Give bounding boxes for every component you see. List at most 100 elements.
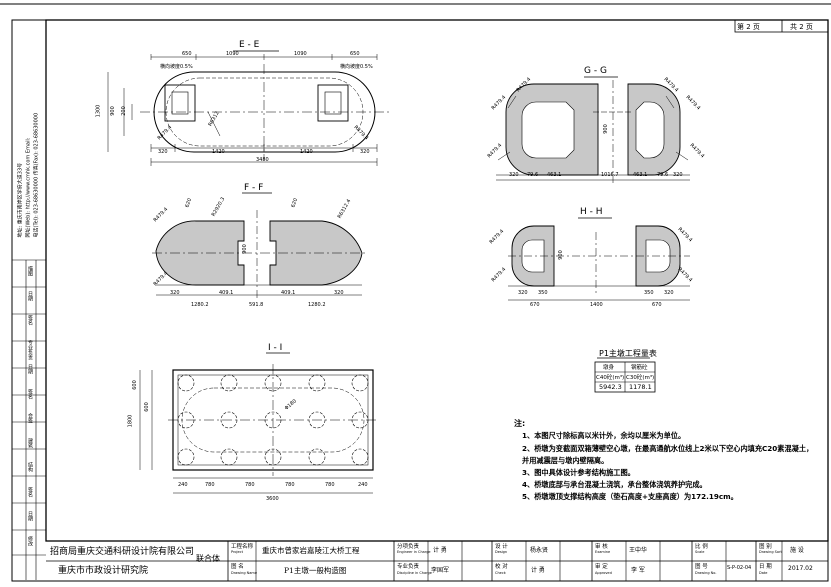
note-5: 4、桥墩底部与承台混凝土浇筑，承台整体浇筑养护完成。 xyxy=(522,480,707,489)
ee-bottom-dim-1: 320 xyxy=(158,149,168,155)
ee-left-dim-2: 900 xyxy=(109,106,116,116)
left-margin-table xyxy=(12,259,46,580)
ff-dim-3: 409.1 xyxy=(219,290,234,296)
pile-hole xyxy=(177,374,195,392)
hh-dim-2: 350 xyxy=(538,290,548,296)
inner-frame xyxy=(45,19,829,542)
ee-top-dim-1: 650 xyxy=(182,51,192,57)
design-label: 设 计 xyxy=(495,544,508,550)
ee-slope-left: 横向坡度0.5% xyxy=(160,64,193,70)
project-label-en: Project xyxy=(231,550,243,554)
review-name: 王中华 xyxy=(629,547,648,554)
ee-title: E - E xyxy=(239,40,260,50)
view-ee xyxy=(107,50,390,166)
stage-value: 施 设 xyxy=(790,547,804,554)
ii-left-dim-3: 600 xyxy=(143,402,150,412)
hh-mid-label: 900 xyxy=(557,250,564,260)
pile-hole xyxy=(264,448,282,466)
note-6: 5、桥墩墩顶支撑结构高度（垫石高度+支座高度）为172.19cm。 xyxy=(522,492,738,501)
hh-title: H - H xyxy=(580,207,603,217)
gg-dim-2: 79.6 xyxy=(527,172,539,178)
pile-hole xyxy=(220,448,238,466)
margin-label: 签名 xyxy=(27,486,33,497)
design-name: 杨永贤 xyxy=(530,547,549,554)
pile-hole xyxy=(177,411,195,429)
pile-hole xyxy=(351,448,369,466)
ee-top-dim-2: 1090 xyxy=(226,51,239,57)
prof-name: 李国军 xyxy=(431,567,450,574)
margin-label: 签名 xyxy=(27,315,33,325)
ff-dim-7: 320 xyxy=(334,290,344,296)
margin-label: 会签 xyxy=(27,413,33,423)
hh-dim-3: 670 xyxy=(530,302,540,308)
prof-label: 专业负责 xyxy=(397,564,420,570)
pile-hole xyxy=(220,374,238,392)
gg-title: G - G xyxy=(584,66,607,76)
ii-dim-6: 240 xyxy=(358,482,368,488)
drawing-label: 图 名 xyxy=(231,564,244,570)
contact-address: 地址: 重庆市南岸区学府大道33号 xyxy=(17,162,24,238)
ii-total: 3600 xyxy=(266,496,279,502)
stage-label-en: Drawing Sort xyxy=(759,550,782,554)
margin-label: 描图 xyxy=(27,266,33,276)
view-ff xyxy=(152,192,368,300)
pile-hole xyxy=(177,448,195,466)
scale-label-en: Scale xyxy=(695,550,705,554)
date-label: 日 期 xyxy=(759,564,772,570)
prof-label-en: Discipline in Charge xyxy=(397,571,432,575)
pile-hole xyxy=(308,448,326,466)
number-value: S-P-02-04 xyxy=(727,565,752,571)
pile-hole xyxy=(308,374,326,392)
number-label: 图 号 xyxy=(695,564,708,570)
hh-dim-7: 670 xyxy=(652,302,662,308)
lead-label: 分项负责 xyxy=(397,544,420,550)
quantity-value-2: 1178.1 xyxy=(629,383,652,391)
gg-dim-6: 79.6 xyxy=(657,172,669,178)
quantity-header-2: 钢筋砼 xyxy=(631,365,648,371)
ee-left-dim-3: 200 xyxy=(120,106,127,116)
date-value: 2017.02 xyxy=(788,565,813,572)
margin-label: 建筑 xyxy=(27,437,33,448)
ii-dim-1: 240 xyxy=(178,482,188,488)
margin-label: 日期 xyxy=(27,364,33,374)
note-1: 1、本图尺寸除标高以米计外，余均以厘米为单位。 xyxy=(522,431,686,440)
gg-dim-5: 463.1 xyxy=(633,172,648,178)
margin-label: 日期 xyxy=(27,511,33,521)
joint-label: 联合体 xyxy=(196,554,220,563)
gg-height: 900 xyxy=(602,124,609,134)
quantity-table-grid xyxy=(594,357,656,393)
view-gg xyxy=(496,76,690,183)
note-3: 并用减震层与墩内壁隔离。 xyxy=(522,456,609,465)
quantity-value-1: 5942.3 xyxy=(599,383,622,391)
number-label-en: Drawing No. xyxy=(695,571,717,575)
ii-dim-3: 780 xyxy=(245,482,255,488)
ee-top-dim-3: 1090 xyxy=(294,51,307,57)
ff-dim-1: 320 xyxy=(170,290,180,296)
ii-dim-5: 780 xyxy=(325,482,335,488)
drawing-label-en: Drawing Name xyxy=(231,571,257,575)
lead-label-en: Engineer in Charge xyxy=(397,550,431,554)
check-label: 校 对 xyxy=(495,564,508,570)
date-label-en: Date xyxy=(759,571,768,575)
pile-hole xyxy=(351,411,369,429)
gg-dim-4: 1016.7 xyxy=(601,172,619,178)
hh-dim-5: 350 xyxy=(644,290,654,296)
check-name: 计 勇 xyxy=(531,567,545,574)
margin-label: 修改 xyxy=(27,535,33,546)
page-number-box xyxy=(734,19,829,33)
margin-label: 日期 xyxy=(27,290,33,301)
page-total: 共 2 页 xyxy=(790,23,813,31)
approve-label: 审 定 xyxy=(595,564,608,570)
pile-hole xyxy=(264,411,282,429)
note-4: 3、图中具体设计参考结构施工图。 xyxy=(522,468,635,477)
drawing-name: P1主墩一般构造图 xyxy=(284,566,347,575)
margin-label: 结构 xyxy=(27,462,33,472)
pile-hole xyxy=(220,411,238,429)
ff-dim-4: 591.8 xyxy=(249,302,264,308)
design-label-en: Design xyxy=(495,550,508,554)
margin-label: 签名 xyxy=(27,388,33,399)
gg-dim-1: 320 xyxy=(509,172,519,178)
check-label-en: Check xyxy=(495,571,506,575)
ii-left-dim-1: 600 xyxy=(131,380,138,390)
